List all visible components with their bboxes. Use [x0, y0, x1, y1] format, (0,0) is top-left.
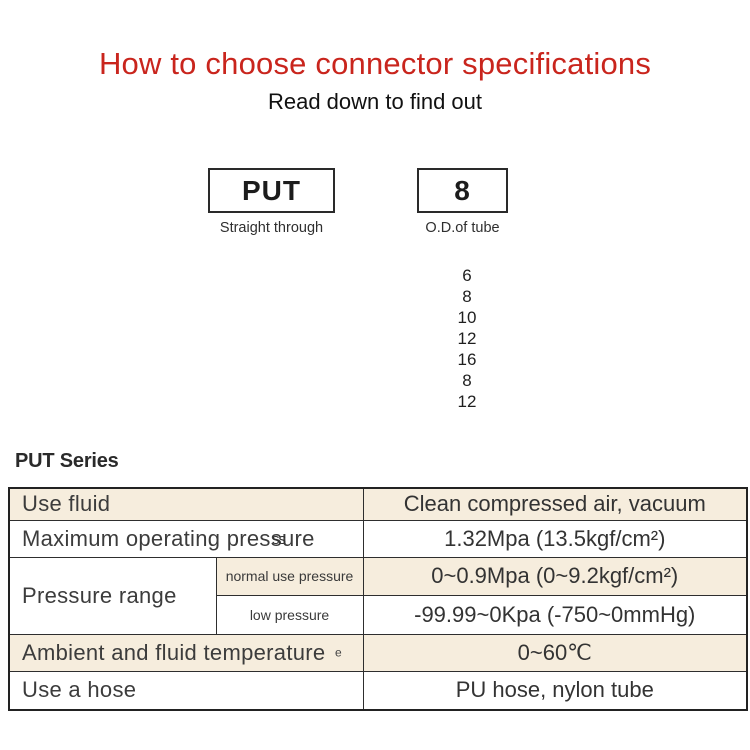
text-artifact-e: e: [335, 645, 342, 660]
model-caption: Straight through: [219, 220, 324, 236]
size-option: 12: [457, 329, 477, 348]
table-row-use-fluid: Use fluid Clean compressed air, vacuum: [8, 487, 748, 521]
size-option: 8: [462, 371, 472, 390]
table-row-max-pressure: Maximum operating pressure ss 1.32Mpa (1…: [8, 519, 748, 558]
table-row-hose: Use a hose PU hose, nylon tube: [8, 670, 748, 711]
table-row-temperature: Ambient and fluid temperature e 0~60℃: [8, 633, 748, 672]
row-label-use-fluid: Use fluid: [8, 487, 364, 521]
row-label-text: Use fluid: [22, 491, 111, 517]
row-label-max-pressure: Maximum operating pressure ss: [8, 519, 364, 558]
size-option: 12: [457, 392, 477, 411]
model-code-box: PUT: [208, 168, 335, 213]
row-value-low-pressure: -99.99~0Kpa (-750~0mmHg): [362, 594, 748, 635]
size-code-label: 8: [454, 174, 471, 206]
row-value-hose: PU hose, nylon tube: [362, 670, 748, 711]
row-label-pressure-range: Pressure range: [8, 556, 217, 635]
text-artifact-ss: ss: [272, 530, 286, 548]
sub-label-low-pressure: low pressure: [215, 594, 364, 635]
series-heading: PUT Series: [15, 450, 119, 472]
size-option: 6: [462, 266, 472, 285]
page-subtitle: Read down to find out: [267, 89, 483, 114]
row-label-text: Maximum operating pressure: [22, 525, 315, 551]
row-label-hose: Use a hose: [8, 670, 364, 711]
size-caption: O.D.of tube: [425, 220, 500, 236]
row-value-use-fluid: Clean compressed air, vacuum: [362, 487, 748, 521]
row-label-text: Pressure range: [22, 582, 177, 608]
size-option: 8: [462, 287, 472, 306]
sub-label-normal-use-pressure: normal use pressure: [215, 556, 364, 596]
row-label-text: Ambient and fluid temperature: [22, 639, 326, 665]
size-code-box: 8: [417, 168, 508, 213]
size-options-list: 6 8 10 12 16 8 12: [412, 265, 522, 412]
table-row-pressure-range-low: low pressure -99.99~0Kpa (-750~0mmHg): [9, 594, 748, 635]
size-option: 16: [457, 350, 477, 369]
spec-table: Use fluid Clean compressed air, vacuum M…: [8, 487, 749, 711]
page-title: How to choose connector specifications: [98, 46, 652, 81]
row-value-max-pressure: 1.32Mpa (13.5kgf/cm²): [362, 519, 748, 558]
table-row-pressure-range-normal: Pressure range normal use pressure 0~0.9…: [8, 556, 748, 635]
row-value-temperature: 0~60℃: [362, 633, 748, 672]
size-option: 10: [457, 308, 477, 327]
row-label-text: Use a hose: [22, 677, 137, 703]
model-code-label: PUT: [242, 174, 301, 206]
row-label-temperature: Ambient and fluid temperature e: [8, 633, 364, 672]
row-value-normal-use-pressure: 0~0.9Mpa (0~9.2kgf/cm²): [362, 556, 748, 596]
